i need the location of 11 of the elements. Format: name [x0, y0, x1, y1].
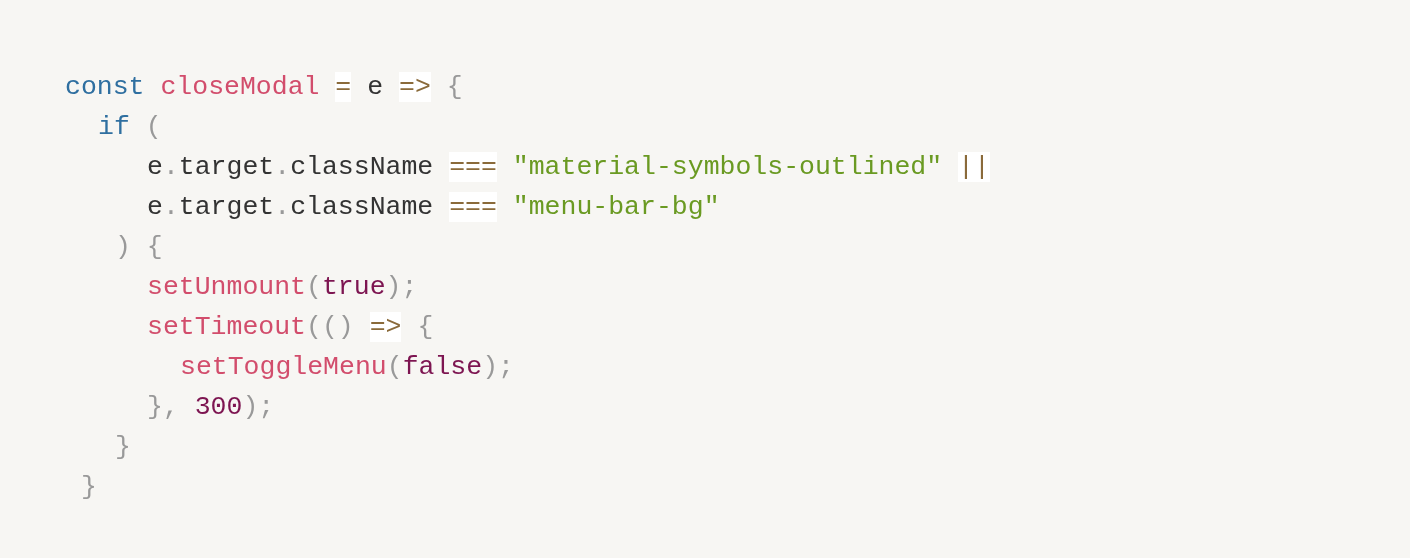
code-line: setToggleMenu(false);: [180, 351, 514, 384]
code-line: if (: [98, 111, 162, 144]
code-line: setUnmount(true);: [147, 271, 418, 304]
code-line: }: [115, 431, 131, 464]
code-line: }, 300);: [147, 391, 275, 424]
code-line: }: [81, 471, 97, 504]
code-line: e.target.className === "material-symbols-outlined" ||: [147, 151, 990, 184]
code-line: e.target.className === "menu-bar-bg": [147, 191, 720, 224]
code-line: const closeModal = e => {: [65, 71, 463, 104]
code-line: ) {: [115, 231, 163, 264]
code-line: setTimeout(() => {: [147, 311, 434, 344]
